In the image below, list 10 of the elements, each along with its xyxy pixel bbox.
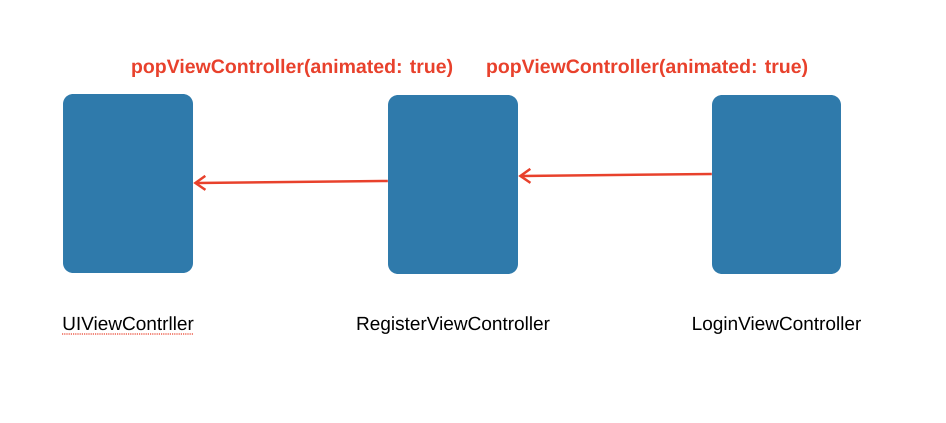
controller-name: LoginViewController [693,316,861,334]
arrow [518,168,712,184]
arrow [193,174,388,191]
screen-box [388,95,518,274]
method-call-label: popViewController(animated: true) [132,58,452,78]
screen-box [63,94,193,273]
screen-box [712,95,841,274]
controller-name: UIViewContrller [64,316,194,330]
method-call-label: popViewController(animated: true) [487,58,808,78]
controller-name: RegisterViewController [358,316,550,334]
